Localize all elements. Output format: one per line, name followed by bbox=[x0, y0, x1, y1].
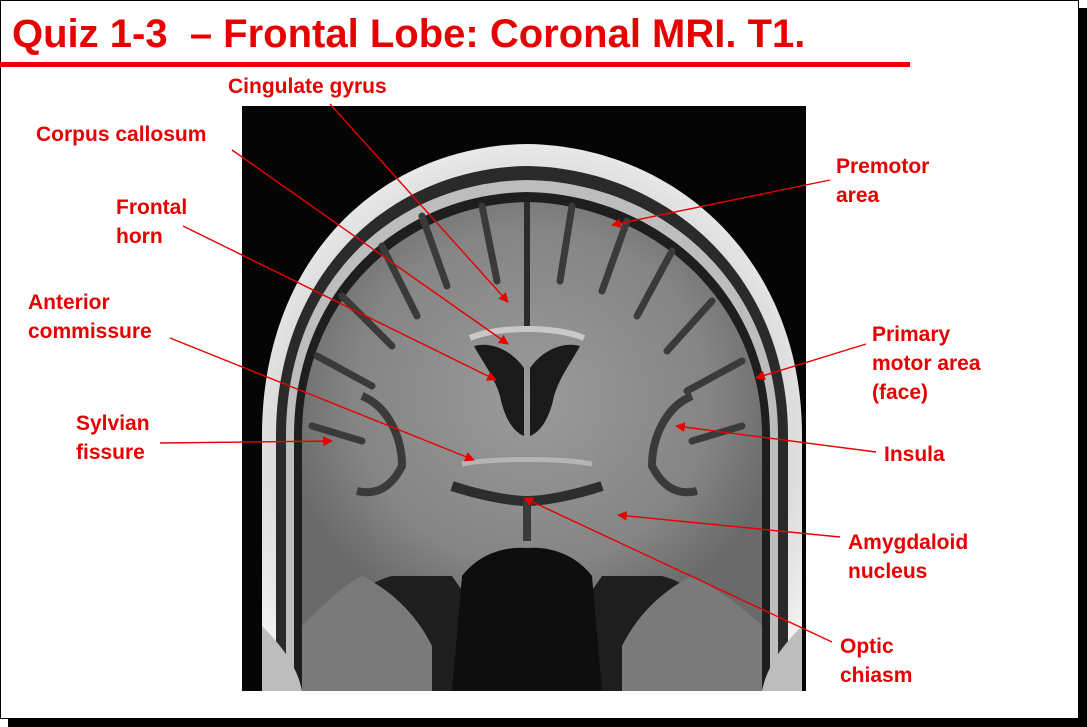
slide-title: Quiz 1-3 – Frontal Lobe: Coronal MRI. T1… bbox=[12, 12, 806, 56]
label-primary-motor-area: Primary motor area (face) bbox=[872, 323, 981, 404]
title-underline bbox=[0, 62, 910, 67]
slide-shadow-right bbox=[1079, 8, 1087, 727]
label-corpus-callosum: Corpus callosum bbox=[36, 123, 207, 146]
slide-shadow-bottom bbox=[8, 719, 1087, 727]
label-sylvian-fissure: Sylvian fissure bbox=[76, 412, 150, 464]
label-anterior-commissure: Anterior commissure bbox=[28, 291, 152, 343]
label-cingulate-gyrus: Cingulate gyrus bbox=[228, 75, 387, 98]
label-optic-chiasm: Optic chiasm bbox=[840, 635, 913, 687]
label-frontal-horn: Frontal horn bbox=[116, 196, 188, 248]
label-premotor-area: Premotor area bbox=[836, 155, 930, 207]
coronal-mri-image bbox=[242, 106, 806, 691]
label-amygdaloid-nucleus: Amygdaloid nucleus bbox=[848, 531, 969, 583]
label-insula: Insula bbox=[884, 443, 945, 466]
